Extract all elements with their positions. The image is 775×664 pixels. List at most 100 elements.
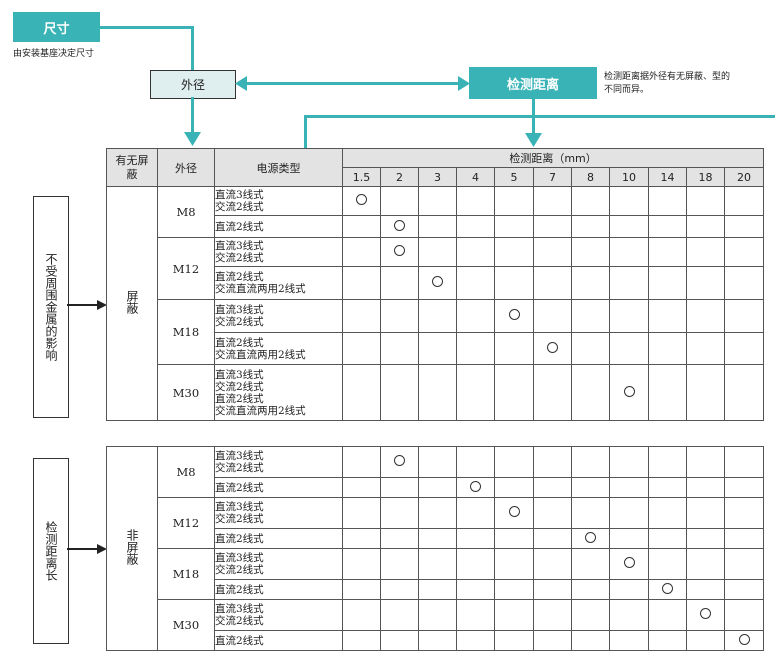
distance-cell xyxy=(380,299,419,333)
distance-cell xyxy=(723,299,765,333)
distance-cell xyxy=(342,579,381,600)
distance-cell xyxy=(456,446,495,478)
distance-cell xyxy=(609,446,649,478)
size-box: 尺寸 xyxy=(13,12,100,42)
distance-cell xyxy=(724,630,764,651)
distance-cell xyxy=(418,446,457,478)
distance-cell xyxy=(571,364,610,421)
circle-mark-icon xyxy=(394,455,405,466)
distance-cell xyxy=(648,266,687,300)
header-distance: 检测距离（mm） xyxy=(341,148,765,168)
distance-cell xyxy=(724,548,764,580)
distance-header-cell: 7 xyxy=(533,167,572,187)
distance-cell xyxy=(380,364,419,421)
distance-cell xyxy=(380,548,419,580)
circle-mark-icon xyxy=(470,480,481,492)
distance-cell xyxy=(533,528,572,549)
distance-cell xyxy=(418,477,457,498)
circle-mark-icon xyxy=(662,582,673,594)
distance-cell xyxy=(418,528,457,549)
distance-cell xyxy=(724,528,764,549)
size-cell: M8 xyxy=(157,446,215,498)
power-type-cell: 直流3线式 交流2线式 xyxy=(214,599,343,631)
shield-type-label: 非屏蔽 xyxy=(125,529,139,565)
power-type-cell: 直流3线式 交流2线式 xyxy=(214,299,343,333)
distance-cell xyxy=(609,548,649,580)
distance-header-cell: 14 xyxy=(648,167,687,187)
distance-cell xyxy=(380,497,419,529)
distance-cell xyxy=(456,299,495,333)
table-row: 直流2线式 xyxy=(107,477,764,498)
distance-box: 检测距离 xyxy=(469,67,597,99)
distance-header-cell: 10 xyxy=(609,167,649,187)
distance-cell xyxy=(494,497,534,529)
distance-cell xyxy=(494,630,534,651)
distance-cell xyxy=(418,237,457,267)
distance-cell xyxy=(648,548,687,580)
distance-cell xyxy=(648,477,687,498)
distance-cell xyxy=(494,266,534,300)
distance-cell xyxy=(648,579,687,600)
header-shield: 有无屏蔽 xyxy=(106,148,158,187)
size-note: 由安装基座决定尺寸 xyxy=(13,49,95,59)
shield-type-cell: 非屏蔽 xyxy=(106,446,158,651)
distance-cell xyxy=(571,215,610,238)
distance-cell xyxy=(724,579,764,600)
size-cell: M30 xyxy=(157,364,215,421)
distance-cell xyxy=(533,332,572,365)
distance-cell xyxy=(723,332,765,365)
distance-cell xyxy=(418,266,457,300)
header-diameter: 外径 xyxy=(157,148,215,187)
distance-header-cell: 3 xyxy=(418,167,457,187)
distance-cell xyxy=(380,579,419,600)
distance-cell xyxy=(494,579,534,600)
circle-mark-icon xyxy=(356,194,367,205)
distance-cell xyxy=(494,528,534,549)
size-cell: M12 xyxy=(157,497,215,549)
circle-mark-icon xyxy=(738,633,750,645)
distance-cell xyxy=(609,599,649,631)
distance-cell xyxy=(494,237,534,267)
distance-cell xyxy=(609,630,649,651)
size-cell: M30 xyxy=(157,599,215,651)
distance-cell xyxy=(342,446,381,478)
arrow-down-icon xyxy=(525,133,542,147)
distance-cell xyxy=(418,548,457,580)
distance-cell xyxy=(648,446,687,478)
distance-cell xyxy=(609,299,649,333)
distance-cell xyxy=(686,364,725,421)
distance-cell xyxy=(609,332,649,365)
arrow-down-icon xyxy=(184,132,201,146)
distance-cell xyxy=(342,299,381,333)
distance-header-cell: 1.5 xyxy=(342,167,381,187)
circle-mark-icon xyxy=(508,506,520,517)
distance-cell xyxy=(456,630,495,651)
distance-cell xyxy=(380,446,419,478)
distance-cell xyxy=(571,548,610,580)
table-row: 直流2线式 交流直流两用2线式 xyxy=(107,332,765,365)
header-power-type: 电源类型 xyxy=(214,148,343,187)
size-cell: M12 xyxy=(157,237,215,300)
power-type-cell: 直流3线式 交流2线式 xyxy=(214,237,343,267)
distance-cell xyxy=(686,579,725,600)
distance-cell xyxy=(686,630,725,651)
distance-cell xyxy=(494,364,534,421)
unshielded-side-label-box: 检测距离长 xyxy=(33,458,69,644)
distance-cell xyxy=(609,186,649,216)
distance-cell xyxy=(533,497,572,529)
distance-cell xyxy=(609,364,649,421)
distance-cell xyxy=(418,186,457,216)
distance-cell xyxy=(686,237,725,267)
distance-note: 检测距离据外径有无屏蔽、型的不同而异。 xyxy=(604,72,731,95)
distance-cell xyxy=(533,237,572,267)
arrow-right-icon xyxy=(67,300,107,310)
connector-line xyxy=(532,99,535,137)
distance-cell xyxy=(686,215,725,238)
distance-cell xyxy=(571,266,610,300)
distance-cell xyxy=(342,630,381,651)
